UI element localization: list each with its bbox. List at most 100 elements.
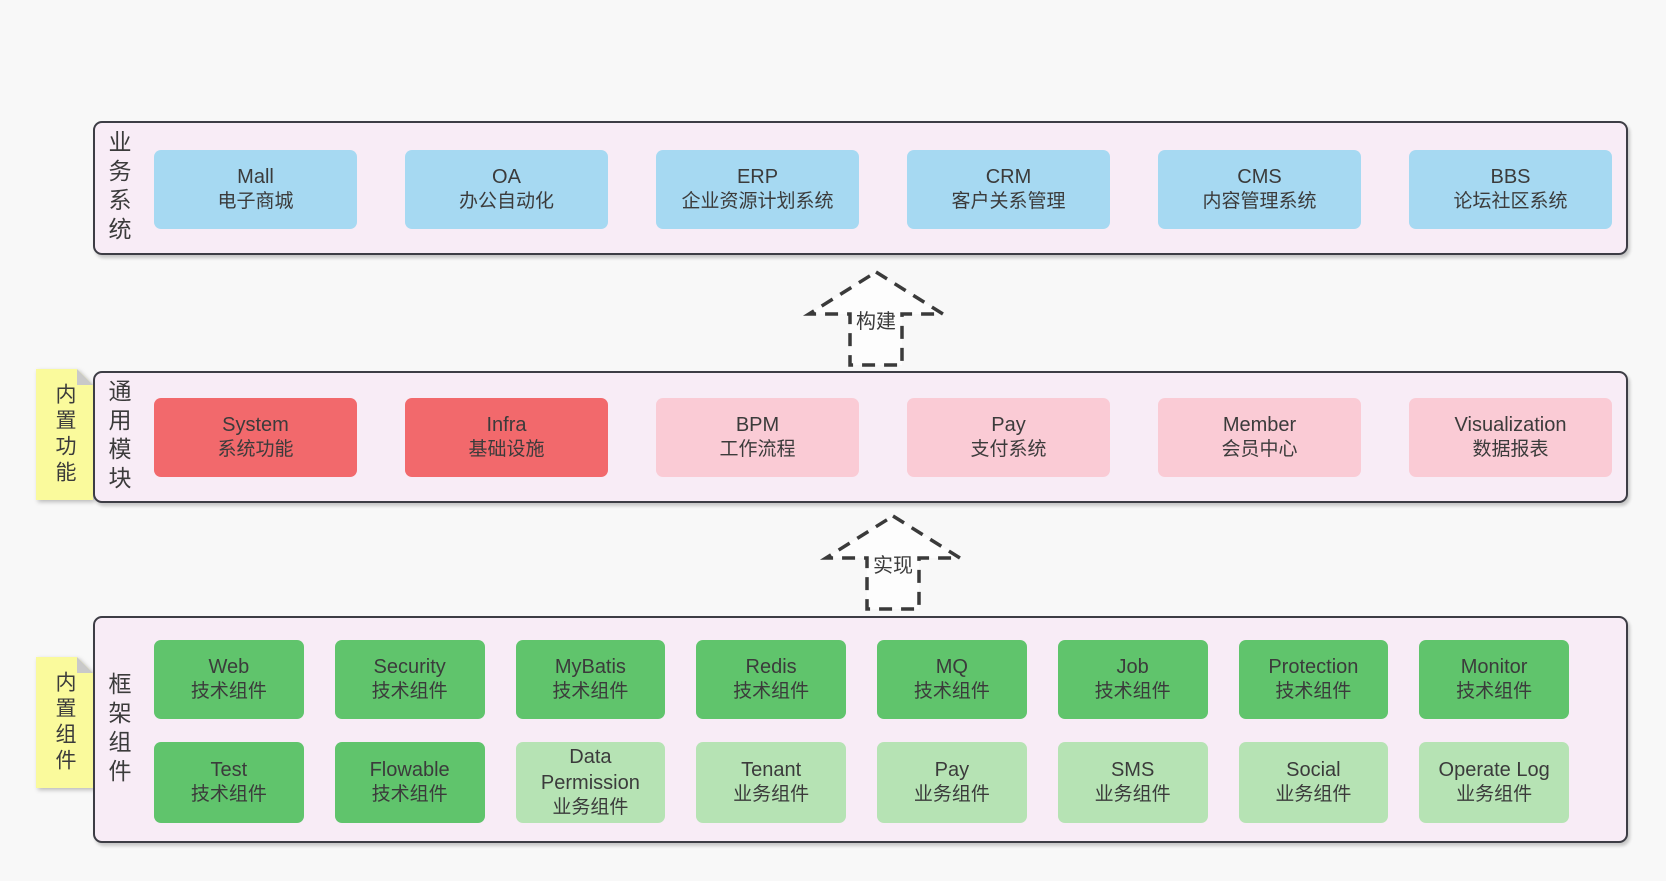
node-title: Security <box>373 656 446 679</box>
node-title: Redis <box>745 656 797 679</box>
node-redis: Redis 技术组件 <box>696 640 846 720</box>
node-subtitle: 数据报表 <box>1472 439 1549 461</box>
node-subtitle: 电子商城 <box>217 191 294 213</box>
node-oa: OA 办公自动化 <box>405 150 608 229</box>
node-subtitle: 技术组件 <box>1456 681 1533 703</box>
node-subtitle: 业务组件 <box>1094 784 1171 806</box>
node-subtitle: 会员中心 <box>1221 439 1298 461</box>
node-title: Infra <box>486 414 527 437</box>
node-subtitle: 基础设施 <box>468 439 545 461</box>
node-title: MyBatis <box>554 656 626 679</box>
node-subtitle: 内容管理系统 <box>1202 191 1317 213</box>
node-subtitle: 技术组件 <box>371 681 448 703</box>
node-job: Job 技术组件 <box>1057 640 1208 720</box>
framework-components-panel: 框架组件 Web 技术组件 Security 技术组件 MyBatis 技术组件… <box>93 616 1628 843</box>
node-security: Security 技术组件 <box>334 640 485 720</box>
node-title: CRM <box>985 166 1032 189</box>
node-title: Pay <box>991 414 1026 437</box>
common-modules-panel: 通用模块 System 系统功能 Infra 基础设施 BPM 工作流程 Pay… <box>93 371 1628 503</box>
common-modules-row: System 系统功能 Infra 基础设施 BPM 工作流程 Pay 支付系统… <box>154 398 1612 477</box>
node-title: Protection <box>1268 656 1359 679</box>
business-systems-row: Mall 电子商城 OA 办公自动化 ERP 企业资源计划系统 CRM 客户关系… <box>154 150 1612 229</box>
node-title: Pay <box>934 759 970 782</box>
node-title: System <box>222 414 289 437</box>
node-subtitle: 技术组件 <box>733 681 810 703</box>
node-infra: Infra 基础设施 <box>405 398 608 477</box>
node-pay-component: Pay 业务组件 <box>877 742 1027 823</box>
node-data-permission: Data Permission 业务组件 <box>515 742 666 823</box>
node-subtitle: 论坛社区系统 <box>1453 191 1568 213</box>
arrow-build: 构建 <box>802 269 950 367</box>
node-title: SMS <box>1110 759 1155 782</box>
node-tenant: Tenant 业务组件 <box>696 742 846 823</box>
node-monitor: Monitor 技术组件 <box>1419 640 1569 720</box>
node-subtitle: 技术组件 <box>1094 681 1171 703</box>
node-title: MQ <box>935 656 968 679</box>
sticky-label: 内置功能 <box>53 382 76 487</box>
business-systems-panel: 业务系统 Mall 电子商城 OA 办公自动化 ERP 企业资源计划系统 CRM… <box>93 121 1628 255</box>
framework-components-grid: Web 技术组件 Security 技术组件 MyBatis 技术组件 Redi… <box>154 640 1569 823</box>
node-title: CMS <box>1237 166 1282 189</box>
node-subtitle: 办公自动化 <box>458 191 554 213</box>
node-title: ERP <box>736 166 779 189</box>
node-title: Visualization <box>1454 414 1567 437</box>
node-mybatis: MyBatis 技术组件 <box>515 640 666 720</box>
node-subtitle: 业务组件 <box>552 797 629 819</box>
node-system: System 系统功能 <box>154 398 357 477</box>
node-pay-module: Pay 支付系统 <box>907 398 1110 477</box>
node-member: Member 会员中心 <box>1158 398 1361 477</box>
node-sms: SMS 业务组件 <box>1057 742 1208 823</box>
node-mall: Mall 电子商城 <box>154 150 357 229</box>
folded-corner-icon <box>77 657 93 673</box>
node-subtitle: 业务组件 <box>733 784 810 806</box>
node-bpm: BPM 工作流程 <box>656 398 859 477</box>
node-subtitle: 业务组件 <box>1275 784 1352 806</box>
folded-corner-icon <box>77 369 93 385</box>
node-title: Social <box>1286 759 1341 782</box>
node-web: Web 技术组件 <box>154 640 304 720</box>
node-title: BBS <box>1490 166 1531 189</box>
node-title: Job <box>1116 656 1149 679</box>
node-title: OA <box>492 166 521 189</box>
node-title: Member <box>1222 414 1297 437</box>
node-subtitle: 技术组件 <box>190 784 267 806</box>
node-flowable: Flowable 技术组件 <box>334 742 485 823</box>
node-visualization: Visualization 数据报表 <box>1409 398 1612 477</box>
node-title: Mall <box>237 166 274 189</box>
node-subtitle: 技术组件 <box>913 681 990 703</box>
arrow-implement: 实现 <box>819 513 967 611</box>
node-title: BPM <box>735 414 780 437</box>
node-test: Test 技术组件 <box>154 742 304 823</box>
node-title: Tenant <box>741 759 802 782</box>
common-modules-panel-label: 通用模块 <box>105 379 131 495</box>
node-title: Web <box>208 656 250 679</box>
node-social: Social 业务组件 <box>1238 742 1389 823</box>
node-cms: CMS 内容管理系统 <box>1158 150 1361 229</box>
node-subtitle: 技术组件 <box>190 681 267 703</box>
node-subtitle: 业务组件 <box>1456 784 1533 806</box>
node-subtitle: 系统功能 <box>217 439 294 461</box>
node-subtitle: 技术组件 <box>552 681 629 703</box>
node-subtitle: 企业资源计划系统 <box>681 191 834 213</box>
framework-components-panel-label: 框架组件 <box>105 671 131 788</box>
node-subtitle: 工作流程 <box>719 439 796 461</box>
node-protection: Protection 技术组件 <box>1238 640 1389 720</box>
sticky-label: 内置组件 <box>53 670 76 775</box>
business-systems-panel-label: 业务系统 <box>105 130 131 246</box>
node-title: Operate Log <box>1438 759 1550 782</box>
arrow-build-label: 构建 <box>853 309 899 335</box>
node-subtitle: 业务组件 <box>913 784 990 806</box>
node-subtitle: 技术组件 <box>371 784 448 806</box>
node-subtitle: 支付系统 <box>970 439 1047 461</box>
node-title: Test <box>210 759 248 782</box>
node-title: Data Permission <box>540 746 640 795</box>
node-operate-log: Operate Log 业务组件 <box>1419 742 1569 823</box>
node-mq: MQ 技术组件 <box>877 640 1027 720</box>
node-title: Monitor <box>1460 656 1528 679</box>
node-subtitle: 客户关系管理 <box>951 191 1066 213</box>
node-title: Flowable <box>369 759 450 782</box>
arrow-implement-label: 实现 <box>870 553 916 579</box>
node-bbs: BBS 论坛社区系统 <box>1409 150 1612 229</box>
node-subtitle: 技术组件 <box>1275 681 1352 703</box>
